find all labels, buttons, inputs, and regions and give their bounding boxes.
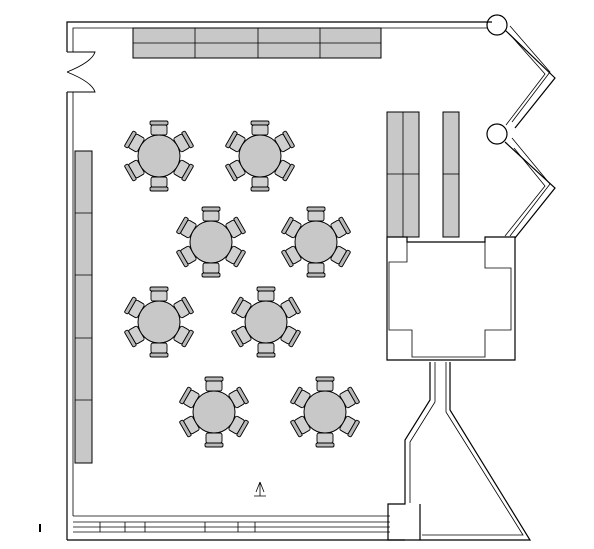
table-top	[294, 220, 338, 264]
table-top	[137, 134, 181, 178]
chair	[173, 130, 194, 153]
chair	[124, 325, 145, 348]
round-tables	[124, 120, 360, 448]
chair	[149, 120, 169, 136]
chair	[315, 432, 335, 448]
chair	[225, 159, 246, 182]
chair	[173, 296, 194, 319]
chair	[225, 245, 246, 268]
entry-door	[66, 51, 96, 93]
table-top	[192, 390, 236, 434]
top-counter	[132, 27, 382, 59]
lower-corridor	[387, 362, 532, 541]
chair	[306, 262, 326, 278]
chair	[201, 206, 221, 222]
chair	[256, 342, 276, 358]
round-table	[281, 206, 351, 278]
chair	[250, 120, 270, 136]
round-table	[179, 376, 249, 448]
chair	[204, 376, 224, 392]
table-top	[303, 390, 347, 434]
chair	[274, 159, 295, 182]
round-table	[225, 120, 295, 192]
round-table	[231, 286, 301, 358]
chair	[149, 286, 169, 302]
right-counter-a	[386, 111, 420, 238]
chair	[231, 296, 252, 319]
table-top	[137, 300, 181, 344]
table-top	[238, 134, 282, 178]
exterior-walls	[66, 21, 492, 541]
chair	[149, 176, 169, 192]
chair	[231, 325, 252, 348]
chair	[124, 130, 145, 153]
chair	[225, 130, 246, 153]
north-arrow-icon	[254, 481, 266, 497]
service-core	[386, 236, 516, 361]
chair	[290, 415, 311, 438]
diagonal-window-wall	[486, 14, 556, 239]
chair	[274, 130, 295, 153]
table-top	[189, 220, 233, 264]
chair	[250, 176, 270, 192]
right-counter-b	[442, 111, 460, 238]
chair	[281, 216, 302, 239]
chair	[201, 262, 221, 278]
round-table	[124, 286, 194, 358]
chair	[315, 376, 335, 392]
chair	[306, 206, 326, 222]
table-top	[244, 300, 288, 344]
chair	[256, 286, 276, 302]
chair	[339, 386, 360, 409]
chair	[173, 325, 194, 348]
chair	[290, 386, 311, 409]
chair	[281, 245, 302, 268]
round-table	[124, 120, 194, 192]
round-table	[176, 206, 246, 278]
chair	[176, 216, 197, 239]
chair	[149, 342, 169, 358]
left-counter	[74, 150, 93, 464]
round-table	[290, 376, 360, 448]
chair	[204, 432, 224, 448]
